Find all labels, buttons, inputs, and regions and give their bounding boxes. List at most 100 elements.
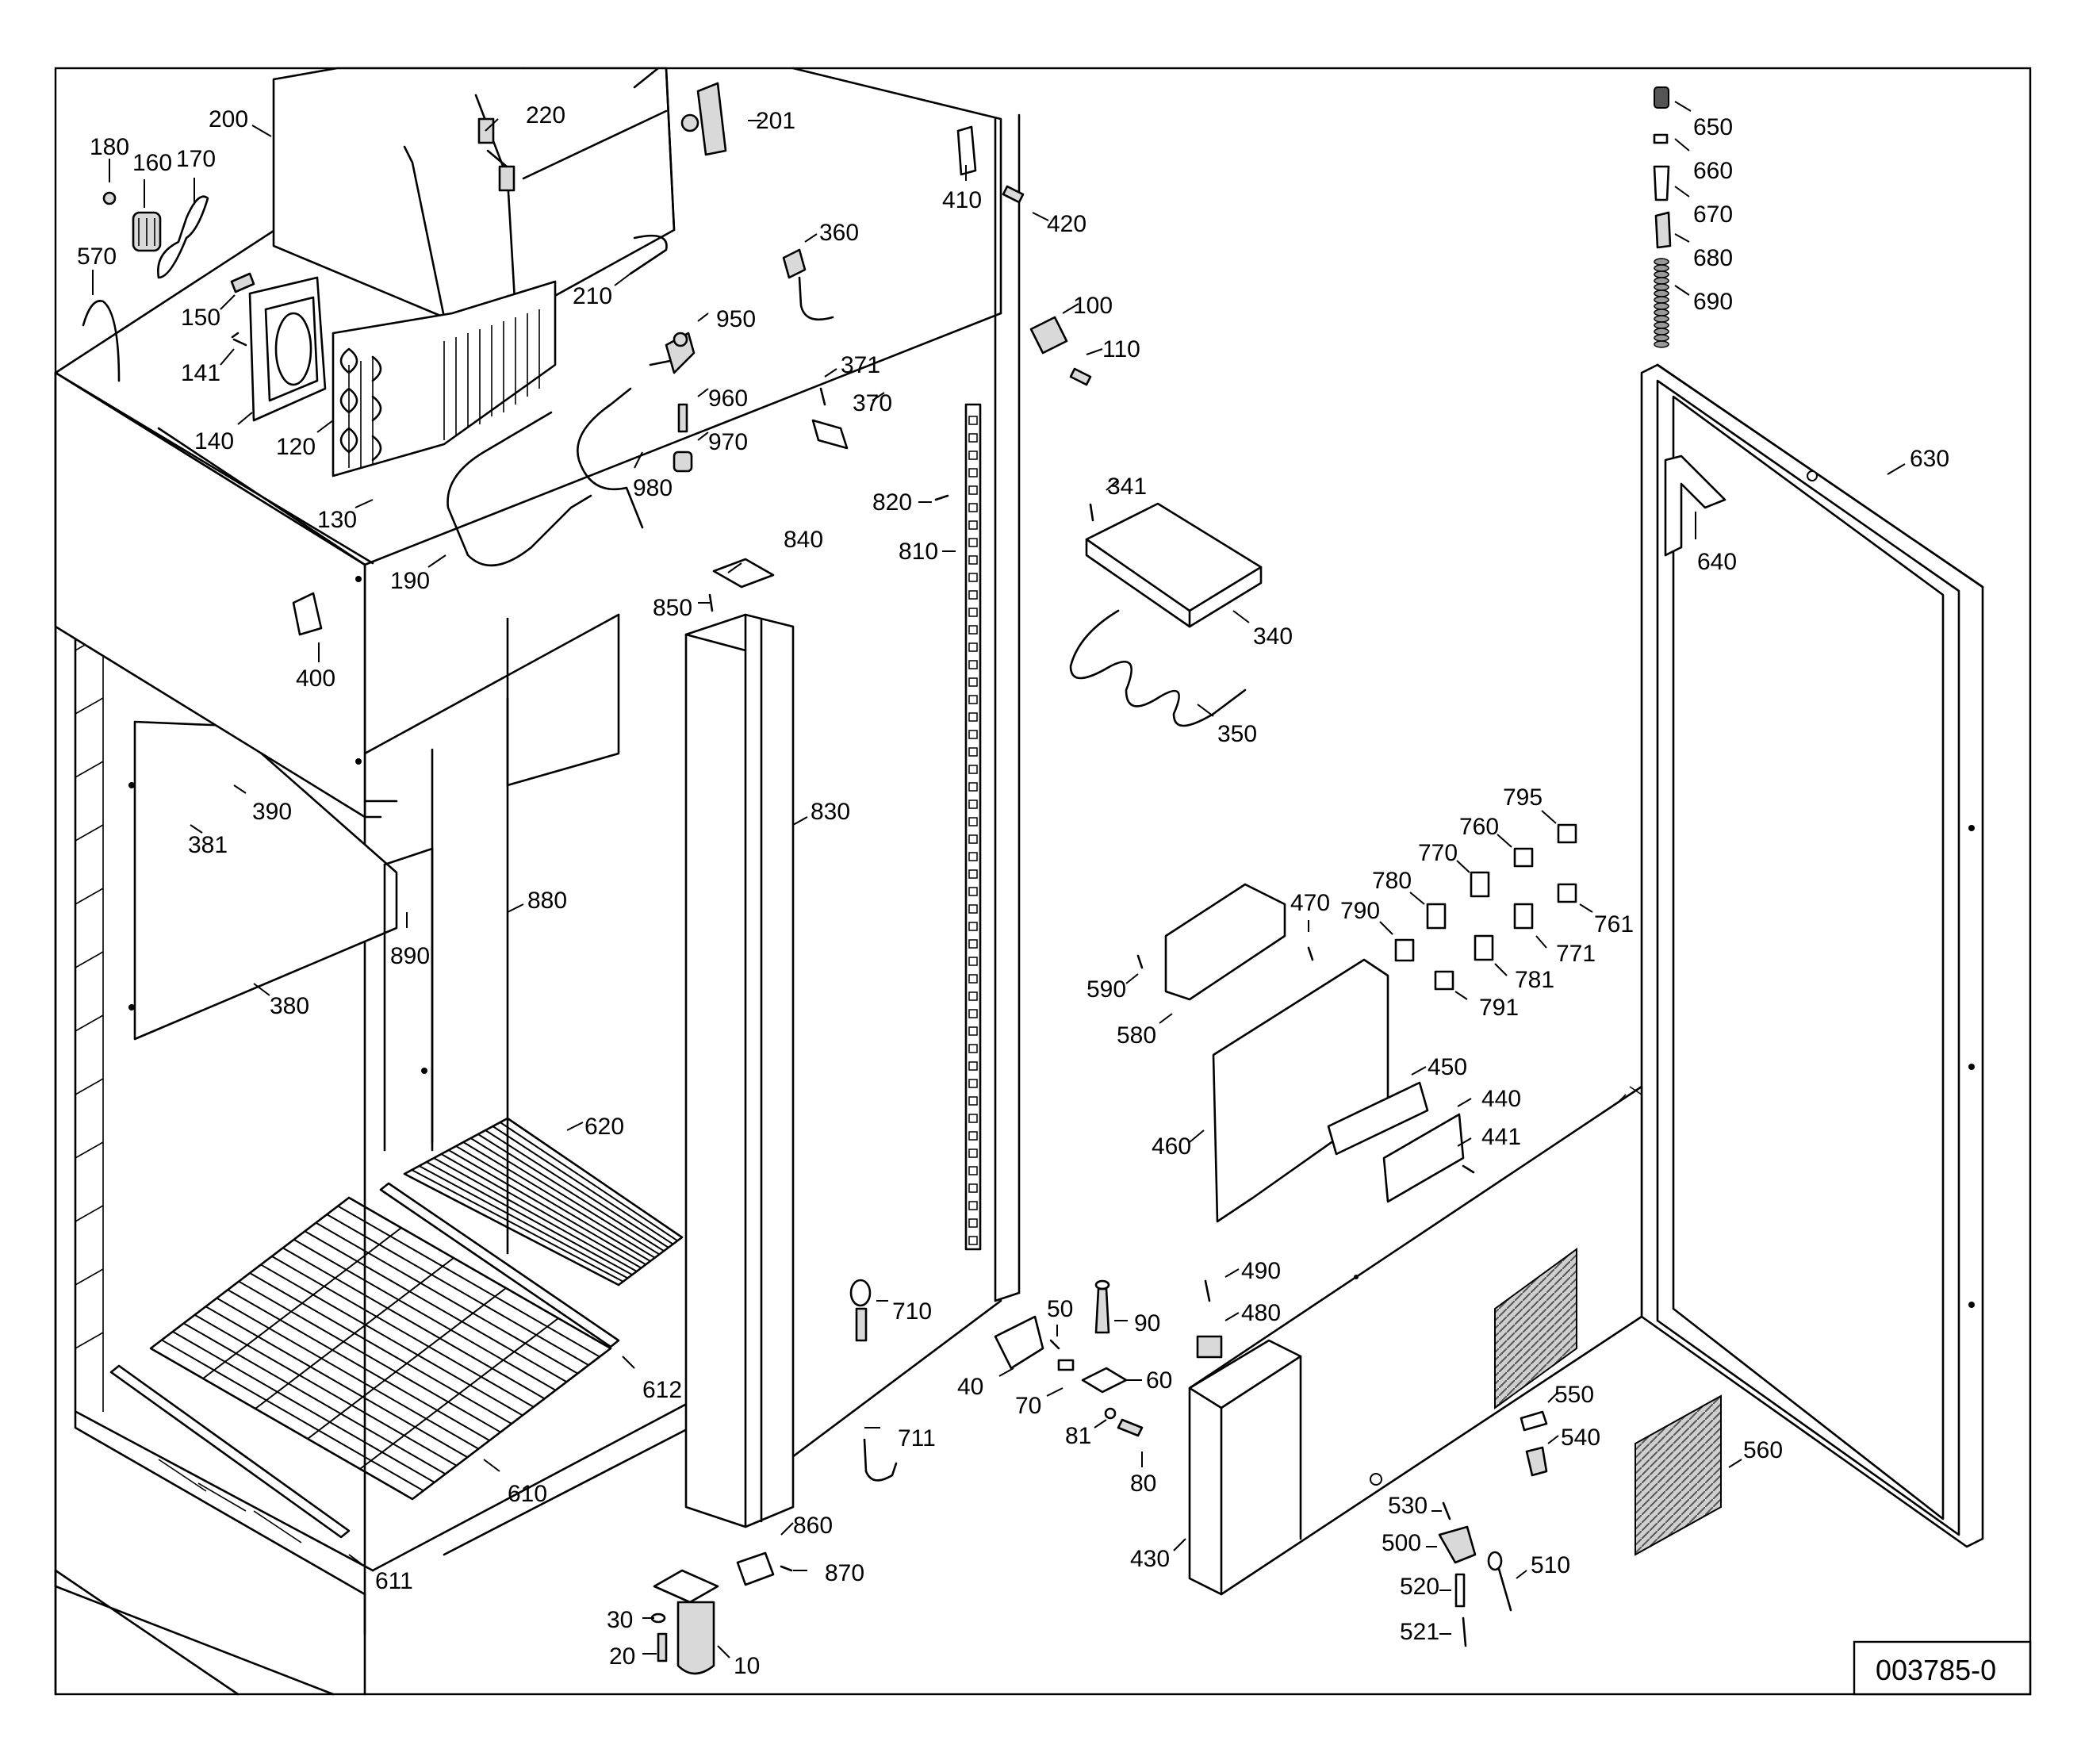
callout-390: 390 (252, 799, 292, 825)
cam-680 (1654, 211, 1672, 249)
shim-70 (1057, 1359, 1075, 1371)
callout-480: 480 (1241, 1300, 1281, 1326)
callout-660: 660 (1693, 158, 1733, 184)
bracket-60 (1081, 1367, 1128, 1394)
refrigeration-unit-200 (272, 67, 676, 359)
callout-141: 141 (181, 360, 220, 386)
tube-210 (629, 234, 668, 275)
callout-420: 420 (1047, 211, 1086, 237)
screw-110 (1069, 367, 1092, 386)
callout-521: 521 (1400, 1619, 1439, 1645)
callout-810: 810 (899, 539, 938, 565)
screw-870 (780, 1565, 793, 1572)
callout-570: 570 (77, 244, 117, 270)
callout-340: 340 (1253, 623, 1293, 650)
screw-490 (1204, 1279, 1211, 1302)
callout-680: 680 (1693, 245, 1733, 271)
callout-560: 560 (1743, 1437, 1783, 1463)
shelf-620 (403, 1117, 684, 1287)
callout-510: 510 (1531, 1552, 1570, 1578)
callout-210: 210 (573, 283, 612, 309)
callout-760: 760 (1459, 814, 1499, 840)
callout-341: 341 (1107, 474, 1147, 500)
clip-550 (1520, 1410, 1548, 1432)
callout-190: 190 (390, 568, 430, 594)
callout-40: 40 (957, 1374, 983, 1400)
callout-630: 630 (1910, 446, 1949, 472)
callout-50: 50 (1047, 1296, 1073, 1322)
bracket-201 (696, 82, 727, 156)
box-460 (1212, 958, 1389, 1223)
callout-360: 360 (819, 220, 859, 246)
pin-960 (677, 403, 688, 433)
screw-850 (708, 593, 714, 612)
screw-420 (1002, 185, 1025, 204)
callout-370: 370 (853, 390, 892, 416)
plate-860 (736, 1551, 775, 1586)
callout-200: 200 (209, 106, 248, 132)
screw-341 (1089, 503, 1094, 522)
callout-530: 530 (1388, 1493, 1428, 1519)
grille-small (1494, 1248, 1577, 1409)
callout-791: 791 (1479, 995, 1519, 1021)
callout-670: 670 (1693, 201, 1733, 228)
cabinet-body (54, 67, 1021, 1696)
washer-81 (1104, 1407, 1117, 1420)
relay-795 (1557, 823, 1577, 844)
callout-440: 440 (1481, 1086, 1521, 1112)
callout-880: 880 (527, 888, 567, 914)
callout-371: 371 (841, 352, 880, 378)
callout-381: 381 (188, 832, 228, 858)
drip-tray-340 (1085, 502, 1263, 628)
pin-520 (1454, 1573, 1466, 1608)
fan-blade-170 (156, 195, 209, 279)
callout-450: 450 (1428, 1054, 1467, 1080)
callout-790: 790 (1340, 898, 1380, 924)
bracket-150 (230, 272, 255, 293)
key-510 (1487, 1551, 1512, 1612)
callout-890: 890 (390, 943, 430, 969)
callout-80: 80 (1130, 1471, 1156, 1497)
foot-10 (653, 1569, 719, 1675)
callout-441: 441 (1481, 1124, 1521, 1150)
screw-521 (1462, 1616, 1467, 1647)
callout-130: 130 (317, 507, 357, 533)
callout-140: 140 (194, 428, 234, 454)
callout-160: 160 (132, 150, 172, 176)
callout-350: 350 (1217, 721, 1257, 747)
tube-190 (446, 411, 592, 567)
pin-90 (1094, 1287, 1110, 1334)
callout-400: 400 (296, 665, 335, 692)
grille-560 (1635, 1394, 1722, 1556)
callout-950: 950 (716, 306, 756, 332)
relay-770 (1470, 871, 1490, 898)
door-630 (1640, 363, 1984, 1548)
callout-470: 470 (1290, 890, 1330, 916)
callout-850: 850 (653, 595, 692, 621)
strip-810 (964, 403, 982, 1251)
callout-620: 620 (584, 1114, 624, 1140)
nut-180 (102, 191, 117, 205)
screw-470 (1307, 946, 1314, 961)
callout-100: 100 (1073, 293, 1113, 319)
callout-780: 780 (1372, 868, 1412, 894)
callout-90: 90 (1134, 1310, 1160, 1336)
callout-30: 30 (607, 1607, 633, 1633)
callout-771: 771 (1556, 941, 1596, 967)
leader-lines (92, 101, 1906, 1659)
callout-170: 170 (176, 146, 216, 172)
callout-490: 490 (1241, 1258, 1281, 1284)
callout-761: 761 (1594, 911, 1634, 938)
callout-460: 460 (1152, 1133, 1191, 1160)
relay-760 (1513, 847, 1534, 868)
callout-590: 590 (1086, 976, 1126, 1003)
handle-640 (1664, 454, 1727, 557)
frame-440 (1382, 1113, 1465, 1203)
drain-elbow-711 (863, 1438, 898, 1482)
callout-820: 820 (872, 489, 912, 516)
callout-770: 770 (1418, 840, 1458, 866)
cap-840 (712, 558, 775, 589)
screw-371 (819, 387, 826, 406)
pin-670 (1653, 165, 1670, 201)
bush-650 (1654, 86, 1669, 109)
